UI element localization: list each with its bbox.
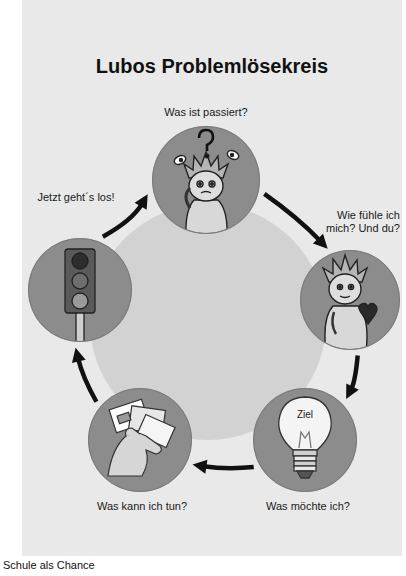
step-question: Was ist passiert? xyxy=(164,106,247,119)
step-question: Jetzt geht´s los! xyxy=(37,191,114,204)
arrow-head xyxy=(72,348,86,363)
circle-outline xyxy=(29,239,132,342)
arrow-head xyxy=(135,194,148,210)
circle-outline xyxy=(89,389,192,492)
arrow-head xyxy=(193,460,208,474)
traffic-light xyxy=(65,249,95,344)
circle-outline xyxy=(253,388,357,492)
caption: Schule als Chance xyxy=(3,558,95,572)
arrow-head xyxy=(313,234,328,249)
arrow-head xyxy=(346,383,359,399)
step-circle: Jetzt geht´s los! xyxy=(28,238,132,342)
step-question: Wie fühle ich mich? Und du? xyxy=(324,209,400,235)
cycle-arrow-line xyxy=(203,466,253,468)
cycle-arrow xyxy=(193,460,254,474)
cycle-arrow-line xyxy=(78,359,96,402)
circle-outline xyxy=(300,250,400,350)
cycle-arrow-line xyxy=(264,194,320,241)
cycle-arrow xyxy=(264,194,327,249)
diagram-title: Lubos Problemlösekreis xyxy=(22,55,402,78)
puzzled-figure xyxy=(173,130,240,236)
circle-outline xyxy=(152,126,260,234)
step-circle: Was ist passiert? xyxy=(152,126,260,234)
circle-outline xyxy=(153,127,260,234)
hand-with-cards xyxy=(108,399,175,476)
cycle-arrow xyxy=(346,355,359,399)
light-bulb xyxy=(279,397,331,478)
step-circle: Was möchte ich? xyxy=(253,388,357,492)
step-circle: Wie fühle ich mich? Und du? xyxy=(300,250,400,350)
cycle-arrow-line xyxy=(103,204,142,237)
bulb-label: Ziel xyxy=(297,409,313,421)
cycle-arrow-line xyxy=(351,355,358,389)
step-question: Was möchte ich? xyxy=(266,500,350,513)
circle-outline xyxy=(254,389,357,492)
circle-outline xyxy=(28,238,132,342)
cycle-arrow xyxy=(72,348,96,402)
circle-outline xyxy=(301,251,400,350)
circle-outline xyxy=(88,388,192,492)
step-circle: Was kann ich tun? xyxy=(88,388,192,492)
feeling-figure xyxy=(323,255,377,352)
step-question: Was kann ich tun? xyxy=(97,500,187,513)
